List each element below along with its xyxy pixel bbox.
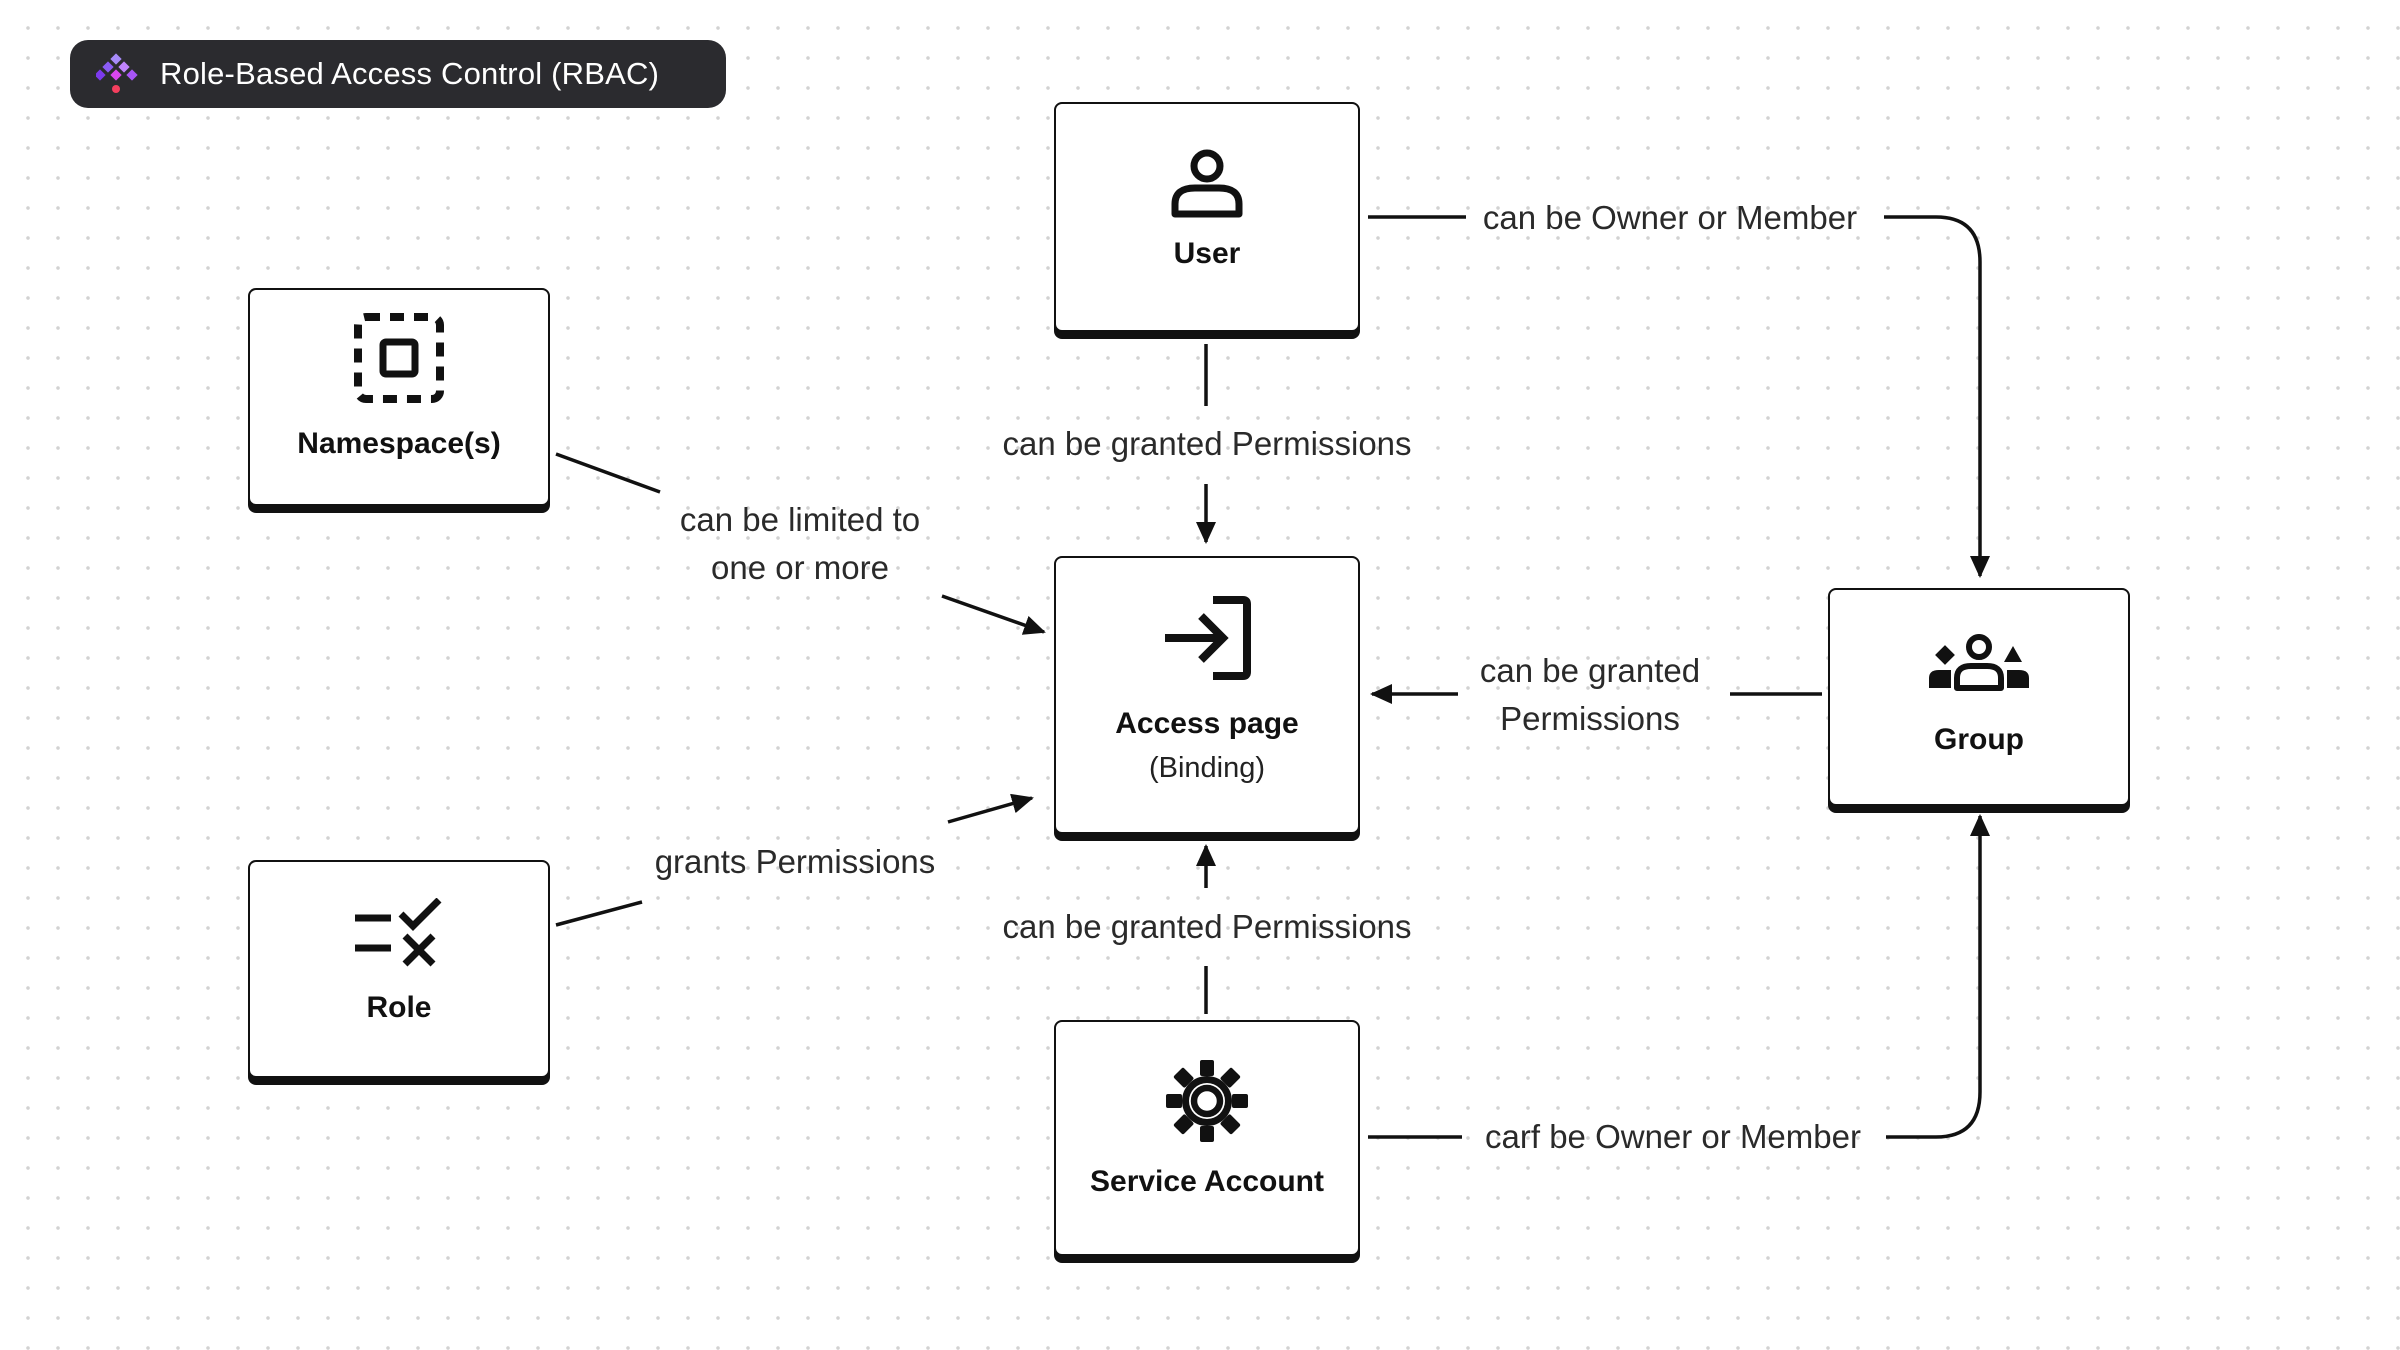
group-icon [1929, 634, 2029, 691]
edge-label-namespace-access-line1: can be limited to [679, 501, 921, 538]
namespace-label: Namespace(s) [297, 427, 501, 460]
service-account-label: Service Account [1090, 1165, 1324, 1198]
edge-label-namespace-access-line2: one or more [711, 549, 889, 586]
edge-role-access-start [555, 900, 643, 927]
edge-label-group-access: can be granted Permissions [1440, 647, 1740, 743]
edge-namespace-access-end [941, 594, 1046, 635]
access-binding-node[interactable]: Access page (Binding) [1054, 556, 1360, 834]
role-node[interactable]: Role [248, 860, 550, 1078]
edge-label-group-access-line1: can be granted [1479, 652, 1701, 689]
logo-icon [96, 53, 138, 93]
user-node[interactable]: User [1054, 102, 1360, 332]
namespace-node[interactable]: Namespace(s) [248, 288, 550, 506]
edge-namespace-access-start [555, 452, 661, 494]
gear-icon [1166, 1060, 1248, 1142]
edge-label-namespace-access: can be limited to one or more [650, 496, 950, 592]
edge-label-user-group: can be Owner or Member [1482, 199, 1858, 236]
service-account-node[interactable]: Service Account [1054, 1020, 1360, 1256]
edge-label-role-access: grants Permissions [654, 843, 936, 880]
namespace-icon [354, 313, 444, 403]
edge-label-service-group: carf be Owner or Member [1485, 1118, 1861, 1155]
edge-label-user-access: can be granted Permissions [1002, 425, 1412, 462]
login-icon [1165, 596, 1251, 680]
diagram-title-badge: Role-Based Access Control (RBAC) [70, 40, 726, 108]
user-icon [1171, 149, 1243, 218]
edge-role-access-end [947, 793, 1034, 824]
group-node[interactable]: Group [1828, 588, 2130, 806]
access-label: Access page [1115, 707, 1299, 740]
group-label: Group [1934, 723, 2024, 756]
edge-label-group-access-line2: Permissions [1500, 700, 1680, 737]
role-label: Role [366, 991, 432, 1024]
role-icon [355, 898, 442, 967]
access-sublabel: (Binding) [1148, 752, 1266, 784]
edge-service-group-path [1886, 814, 1990, 1139]
user-label: User [1173, 237, 1241, 270]
edge-user-group-path [1884, 215, 1990, 578]
edge-label-service-access: can be granted Permissions [1002, 908, 1412, 945]
diagram-title: Role-Based Access Control (RBAC) [160, 56, 660, 91]
